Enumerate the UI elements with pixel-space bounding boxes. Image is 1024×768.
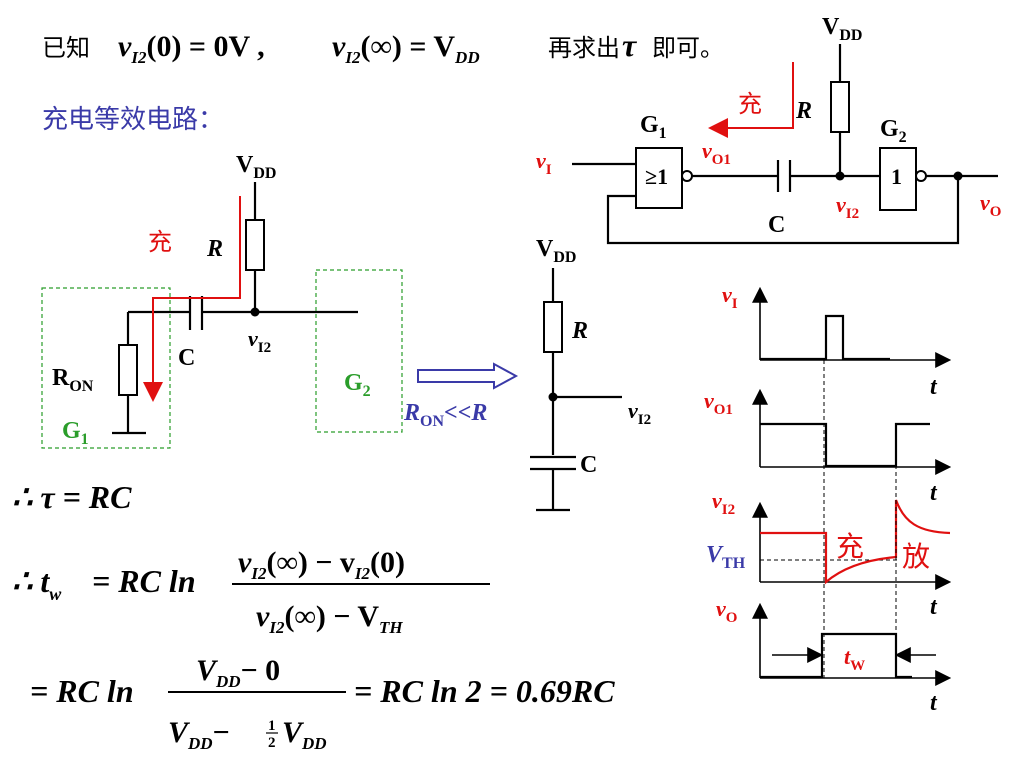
top-node-dot [835, 171, 845, 181]
left-g2-box [315, 269, 403, 433]
vi-wave-label: vI [722, 282, 738, 312]
top-g2-label: G2 [880, 116, 907, 146]
top-vo1-label: vO1 [702, 138, 731, 168]
header-suffix: 即可。 [652, 34, 724, 62]
mid-vi2-label: vI2 [628, 398, 651, 428]
vi2-wave-label: vI2 [712, 488, 735, 518]
line2-result: = RC ln 2 = 0.69RC [354, 673, 615, 709]
tw-denominator: vI2(∞) − VTH [256, 600, 403, 637]
half-denominator: 2 [268, 735, 276, 751]
middle-circuit: VDD R vI2 C [530, 236, 651, 512]
waveforms: vI t vO1 t vI2 VTH 充 放 t vO tW t [704, 282, 952, 716]
header-prefix: 已知 [42, 34, 90, 62]
vo1-t-label: t [930, 480, 938, 506]
gate-g2-bubble [915, 170, 927, 182]
top-resistor [830, 81, 850, 133]
vi-t-label: t [930, 374, 938, 400]
left-ron-resistor [118, 344, 138, 396]
left-g2-label: G2 [344, 370, 371, 400]
left-ron-label: RON [52, 365, 94, 395]
hollow-arrow-icon [417, 362, 519, 390]
vo-t-label: t [930, 690, 938, 716]
top-charge-label: 充 [738, 90, 762, 118]
tw-numerator: vI2(∞) − vI2(0) [238, 546, 405, 583]
vo-wave-label: vO [716, 596, 737, 626]
top-circuit: VDD R 充 ≥1 G1 vO1 vI C vI2 1 G2 vO [536, 14, 1001, 245]
header-tau: τ [622, 27, 638, 63]
equiv-title: 充电等效电路： [42, 105, 224, 135]
top-r-label: R [795, 98, 812, 124]
header-middle: 再求出 [548, 34, 620, 62]
half-numerator: 1 [268, 718, 276, 734]
vth-label: VTH [706, 542, 746, 572]
vo1-waveform [760, 422, 930, 468]
line2-numerator: VDD− 0 [196, 654, 280, 691]
left-circuit: VDD R C vI2 RON G1 G2 充 [41, 152, 403, 449]
vi2-charge-label: 充 [836, 530, 864, 563]
top-charge-arrow [708, 62, 794, 138]
tw-label: tW [844, 644, 865, 674]
left-r-label: R [206, 236, 223, 262]
left-vi2-label: vI2 [248, 326, 271, 356]
left-node-dot [250, 307, 260, 317]
left-g1-box [41, 287, 171, 449]
gate-g1-symbol: ≥1 [645, 164, 668, 189]
formulas: ∴ τ = RC ∴ tw = RC ln vI2(∞) − vI2(0) vI… [12, 479, 615, 753]
left-c-label: C [178, 345, 195, 371]
equivalence-arrow: RON<<R [403, 362, 519, 430]
line2-lhs: = RC ln [30, 673, 134, 709]
header-cond2: vI2(∞) = VDD [332, 30, 480, 67]
tw-eq: = RC ln [92, 563, 196, 599]
vi2-discharge-label: 放 [902, 540, 930, 573]
tau-formula: ∴ τ = RC [12, 479, 132, 515]
left-resistor [245, 219, 265, 271]
vo1-wave-label: vO1 [704, 388, 733, 418]
vi-waveform [760, 314, 890, 361]
mid-c-label: C [580, 452, 597, 478]
left-g1-label: G1 [62, 418, 89, 448]
gate-g1-nor [635, 147, 683, 209]
left-charge-label: 充 [148, 228, 172, 256]
top-c-label: C [768, 212, 785, 238]
top-vdd-label: VDD [822, 14, 862, 44]
header-cond1: vI2(0) = 0V , [118, 30, 265, 67]
vi2-t-label: t [930, 594, 938, 620]
mid-resistor [543, 301, 563, 353]
mid-r-label: R [571, 318, 588, 344]
vo-waveform [760, 632, 912, 679]
left-charge-arrow [143, 196, 241, 402]
line2-den-v: VDD [282, 716, 327, 753]
ron-condition: RON<<R [403, 400, 487, 430]
gate-g1-bubble [681, 170, 693, 182]
top-feedback-wire [606, 176, 960, 245]
mid-vdd-label: VDD [536, 236, 576, 266]
top-g1-label: G1 [640, 112, 667, 142]
header-statement: 已知 vI2(0) = 0V , vI2(∞) = VDD 再求出 τ 即可。 [42, 27, 724, 67]
top-vi-label: vI [536, 148, 552, 178]
top-out-dot [953, 171, 963, 181]
gate-g2-not [879, 147, 917, 211]
tw-lhs: ∴ tw [12, 563, 62, 604]
top-vo-label: vO [980, 190, 1001, 220]
top-vi2-label: vI2 [836, 192, 859, 222]
gate-g2-symbol: 1 [891, 164, 902, 189]
line2-denominator: VDD− [168, 716, 230, 753]
left-vdd-label: VDD [236, 152, 276, 182]
